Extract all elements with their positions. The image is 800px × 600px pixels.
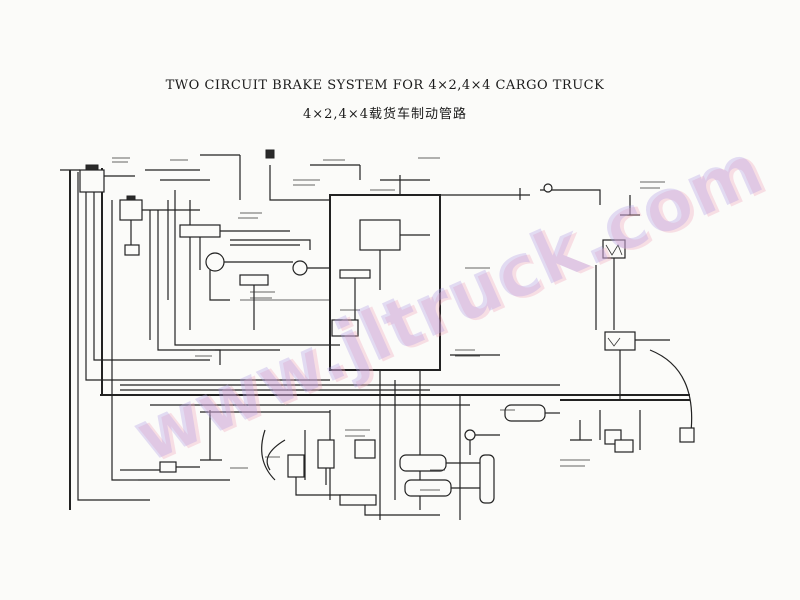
air-tank-lower bbox=[404, 479, 452, 497]
rear-brake-chamber-lower bbox=[604, 331, 636, 351]
main-distribution-lines bbox=[100, 349, 690, 520]
main-loop bbox=[329, 194, 441, 371]
rear-brake-chamber-upper bbox=[602, 239, 626, 259]
pressure-regulator bbox=[119, 199, 143, 221]
dual-brake-valve bbox=[359, 219, 401, 251]
top-left-components bbox=[60, 154, 290, 270]
relay-valve-left bbox=[287, 454, 305, 478]
right-components bbox=[560, 239, 695, 453]
four-circuit-protection-valve bbox=[179, 224, 221, 238]
air-tank-middle bbox=[399, 454, 447, 472]
relay-valve-right bbox=[317, 439, 335, 469]
air-compressor bbox=[79, 169, 105, 193]
brake-valve-circle bbox=[205, 252, 225, 272]
diagram-title-chinese: 4×2,4×4载货车制动管路 bbox=[302, 107, 467, 122]
diagram-title-english: TWO CIRCUIT BRAKE SYSTEM FOR 4×2,4×4 CAR… bbox=[165, 78, 605, 93]
air-tank-vertical bbox=[479, 454, 495, 504]
central-circuit bbox=[205, 149, 640, 371]
left-pipe-trunks bbox=[69, 168, 340, 510]
lower-components bbox=[120, 404, 560, 516]
air-tank-right bbox=[504, 404, 546, 422]
annotation-leaders bbox=[112, 157, 665, 491]
